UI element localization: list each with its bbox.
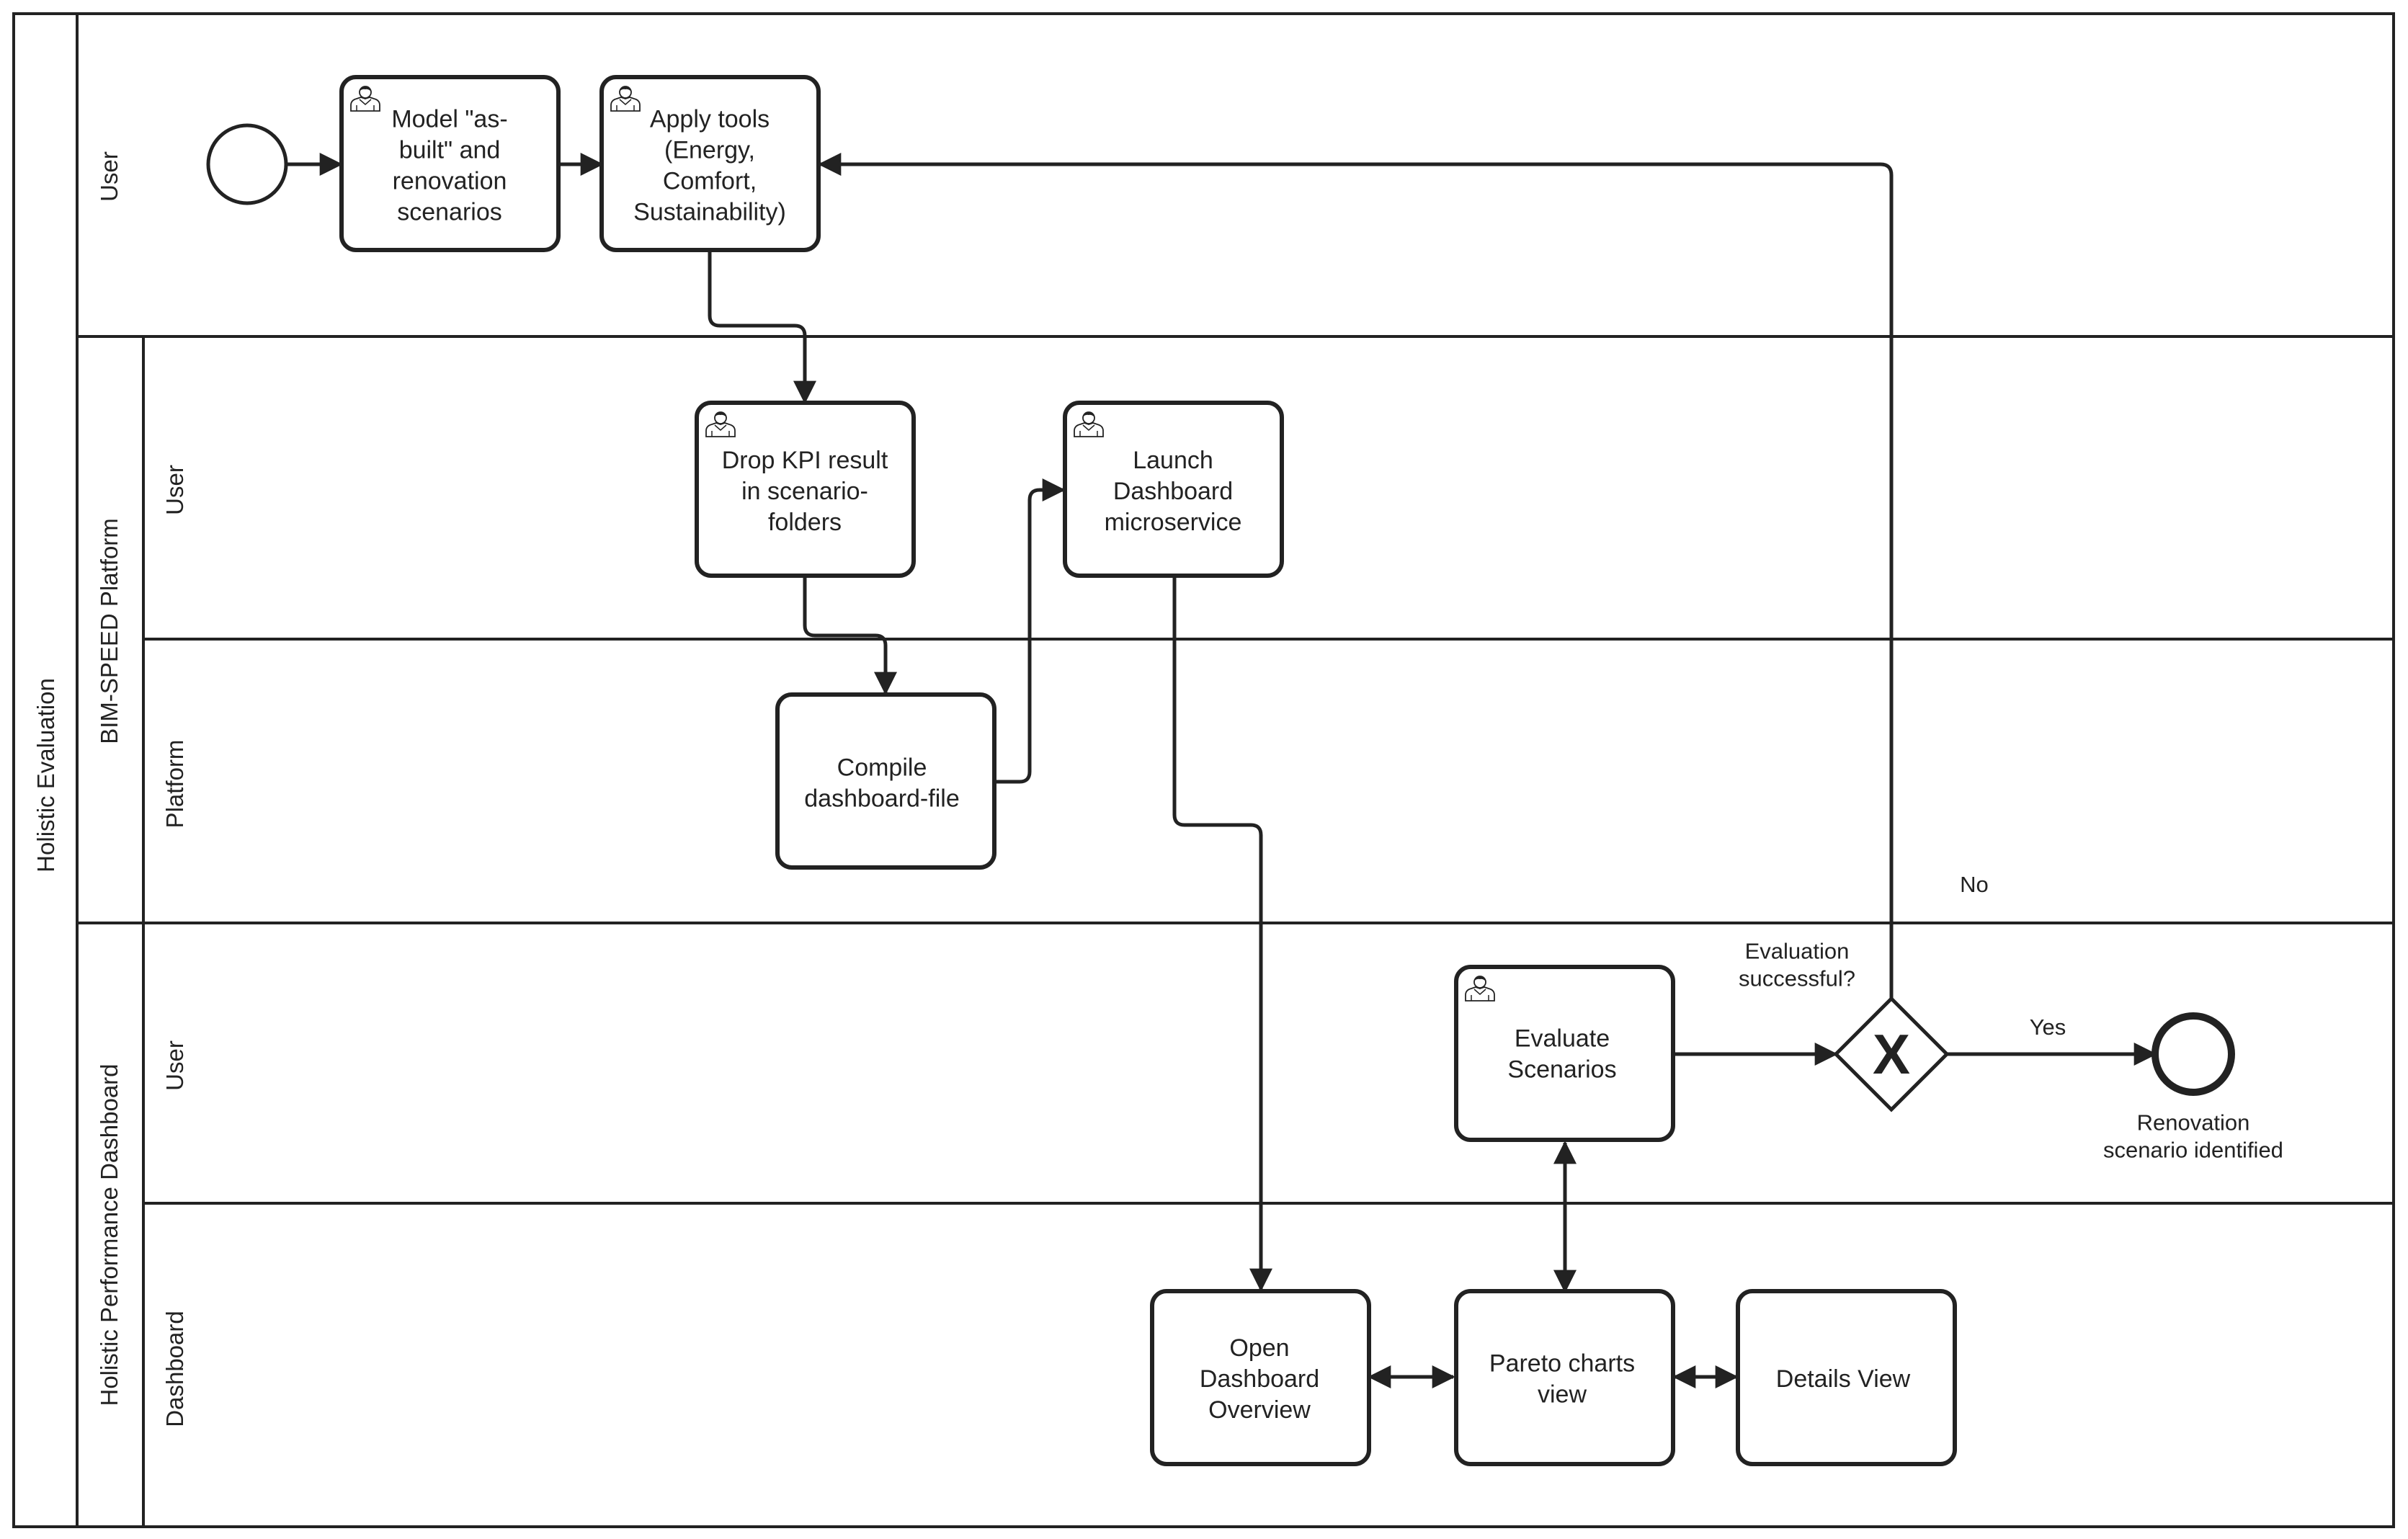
label-line: Model "as- xyxy=(391,106,507,133)
label-line: microservice xyxy=(1105,509,1242,536)
task-box[interactable] xyxy=(599,75,821,252)
sublane-label-user: User xyxy=(161,1040,188,1091)
task-label: Pareto charts view xyxy=(1489,1350,1635,1409)
task-box[interactable] xyxy=(1063,401,1284,578)
label-line: (Energy, xyxy=(664,137,755,164)
lane-label-bim-speed-platform: BIM-SPEED Platform xyxy=(96,518,122,744)
label-line: Evaluation xyxy=(1745,939,1850,964)
flow-label-no: No xyxy=(1960,872,1989,897)
end-event[interactable] xyxy=(2151,1012,2235,1096)
flow-gateway-no xyxy=(818,153,1894,999)
sublane-label-dashboard: Dashboard xyxy=(161,1311,188,1427)
gateway-diamond[interactable] xyxy=(1833,996,1950,1112)
label-line: Dashboard xyxy=(1200,1365,1319,1393)
label-line: view xyxy=(1538,1381,1587,1409)
start-event[interactable] xyxy=(206,123,288,205)
sublane-label-platform: Platform xyxy=(161,740,188,829)
label-line: Drop KPI result xyxy=(722,447,888,474)
exclusive-gateway[interactable]: X xyxy=(1833,996,1950,1112)
task-box[interactable] xyxy=(1150,1289,1371,1466)
flow-drop-to-compile xyxy=(803,576,897,695)
lane-labels: Holistic Evaluation User BIM-SPEED Platf… xyxy=(32,151,188,1427)
task-compile-dashboard-file[interactable]: Compile dashboard-file xyxy=(775,692,996,870)
sublane-label-user: User xyxy=(161,465,188,515)
task-box[interactable] xyxy=(775,692,996,870)
flow-label-yes: Yes xyxy=(2030,1014,2066,1040)
task-apply-tools[interactable]: Apply tools (Energy, Comfort, Sustainabilit… xyxy=(599,75,821,252)
label-line: Renovation xyxy=(2137,1110,2250,1136)
task-label: Model "as-built" and renovation scenarios xyxy=(391,106,507,226)
task-box[interactable] xyxy=(339,75,561,252)
label-line: Compile xyxy=(837,754,927,782)
label-line: Overview xyxy=(1208,1396,1311,1424)
label-line: Evaluate xyxy=(1515,1025,1610,1053)
label-line: in scenario- xyxy=(741,478,868,505)
label-line: Sustainability) xyxy=(633,199,786,226)
task-details-view[interactable]: Details View xyxy=(1736,1289,1957,1466)
task-label: Compile dashboard-file xyxy=(804,754,959,813)
task-box[interactable] xyxy=(1454,1289,1675,1466)
label-line: Comfort, xyxy=(663,168,757,195)
gateway-x-icon: X xyxy=(1873,1022,1910,1086)
label-line: Launch xyxy=(1133,447,1213,474)
task-box[interactable] xyxy=(695,401,916,578)
flow-compile-to-launch xyxy=(995,478,1066,784)
label-line: renovation xyxy=(393,168,507,195)
task-box[interactable] xyxy=(1454,965,1675,1142)
task-pareto-charts-view[interactable]: Pareto charts view xyxy=(1454,1289,1675,1466)
lane-label-holistic-performance-dashboard: Holistic Performance Dashboard xyxy=(96,1063,122,1406)
label-line: folders xyxy=(768,509,842,536)
task-label: Details View xyxy=(1776,1365,1911,1393)
label-line: Open xyxy=(1229,1334,1289,1362)
label-line: built" and xyxy=(399,137,501,164)
task-drop-kpi-result[interactable]: Drop KPI result in scenario-folders xyxy=(695,401,916,578)
task-label: Apply tools (Energy, Comfort, Sustainabilit… xyxy=(633,106,786,226)
task-model-as-built[interactable]: Model "as-built" and renovation scenarios xyxy=(339,75,561,252)
task-label: Drop KPI result in scenario-folders xyxy=(722,447,888,536)
label-line: dashboard-file xyxy=(804,785,959,813)
sequence-flows xyxy=(287,153,2157,1388)
task-box[interactable] xyxy=(1736,1289,1957,1466)
pool xyxy=(12,12,2395,1528)
lane-label-user: User xyxy=(96,151,122,202)
pool-border xyxy=(12,12,2395,1528)
label-line: Dashboard xyxy=(1113,478,1233,505)
label-line: Scenarios xyxy=(1507,1056,1616,1084)
flow-launch-to-open xyxy=(1172,576,1272,1292)
label-line: Apply tools xyxy=(650,106,770,133)
label-line: scenario identified xyxy=(2103,1138,2283,1163)
label-line: Details View xyxy=(1776,1365,1911,1393)
label-line: successful? xyxy=(1739,966,1855,991)
label-line: scenarios xyxy=(397,199,502,226)
flow-apply-to-drop xyxy=(708,251,816,404)
pool-title: Holistic Evaluation xyxy=(32,678,59,873)
label-line: Pareto charts xyxy=(1489,1350,1635,1378)
